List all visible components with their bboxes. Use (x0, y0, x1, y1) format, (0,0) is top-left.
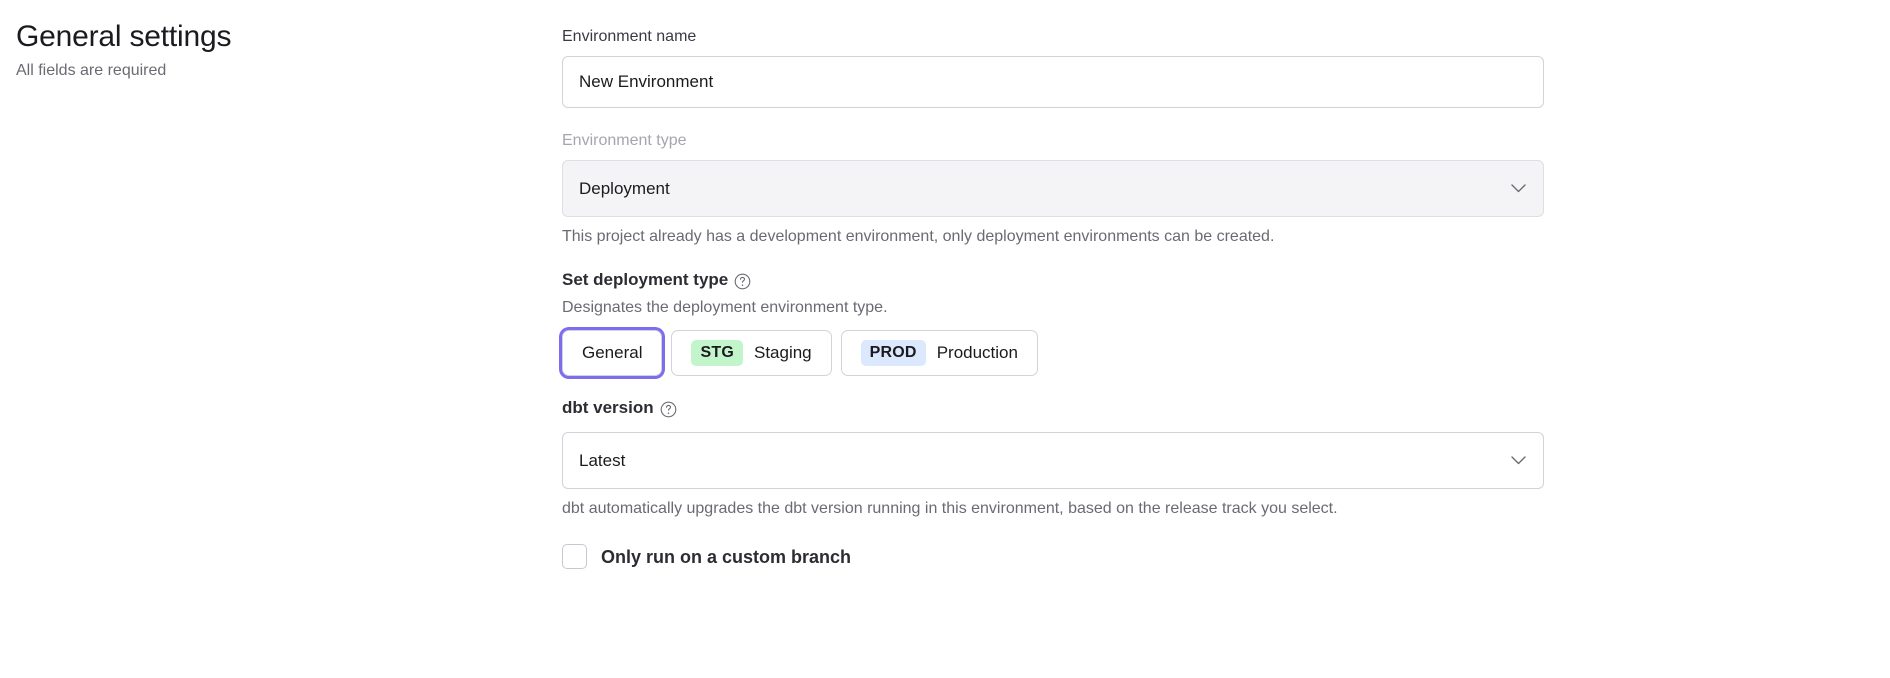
environment-name-label: Environment name (562, 28, 697, 45)
dbt-version-label: dbt version (562, 398, 654, 417)
deployment-type-option-production-label: Production (936, 343, 1018, 362)
settings-form-column: Environment name Environment type Deploy… (562, 26, 1544, 569)
production-badge: PROD (860, 340, 926, 366)
page-subtitle: All fields are required (16, 62, 167, 79)
custom-branch-checkbox[interactable] (562, 544, 587, 569)
staging-badge: STG (691, 340, 743, 366)
custom-branch-label[interactable]: Only run on a custom branch (601, 546, 852, 567)
custom-branch-row: Only run on a custom branch (562, 544, 1544, 569)
deployment-type-option-general-label: General (582, 343, 643, 362)
deployment-type-option-staging-label: Staging (753, 343, 812, 362)
deployment-type-option-production[interactable]: PROD Production (840, 330, 1038, 376)
environment-type-select[interactable]: Deployment (562, 160, 1544, 217)
environment-type-field: Environment type Deployment This project… (562, 130, 1544, 248)
dbt-version-heading-row: dbt version (562, 396, 1544, 420)
settings-header-column: General settings All fields are required (16, 18, 536, 82)
dbt-version-value: Latest (579, 450, 626, 470)
dbt-version-select-wrapper: Latest (562, 432, 1544, 489)
question-circle-icon[interactable] (734, 273, 751, 290)
environment-name-input[interactable] (562, 56, 1544, 108)
deployment-type-button-group: General STG Staging PROD Production (562, 330, 1544, 376)
environment-type-select-wrapper: Deployment (562, 160, 1544, 217)
environment-type-label: Environment type (562, 132, 687, 149)
environment-name-field: Environment name (562, 26, 1544, 108)
page-title: General settings (16, 20, 232, 53)
dbt-version-field: dbt version Latest (562, 396, 1544, 520)
environment-type-help-text: This project already has a development e… (562, 228, 1275, 245)
deployment-type-heading-row: Set deployment type (562, 268, 1544, 292)
dbt-version-help-text: dbt automatically upgrades the dbt versi… (562, 500, 1338, 517)
question-circle-icon[interactable] (660, 401, 677, 418)
deployment-type-field: Set deployment type Designates the deplo… (562, 268, 1544, 376)
deployment-type-heading: Set deployment type (562, 270, 729, 289)
environment-type-value: Deployment (579, 178, 670, 198)
dbt-version-select[interactable]: Latest (562, 432, 1544, 489)
deployment-type-option-staging[interactable]: STG Staging (671, 330, 832, 376)
deployment-type-option-general[interactable]: General (562, 330, 663, 376)
deployment-type-description: Designates the deployment environment ty… (562, 299, 888, 316)
